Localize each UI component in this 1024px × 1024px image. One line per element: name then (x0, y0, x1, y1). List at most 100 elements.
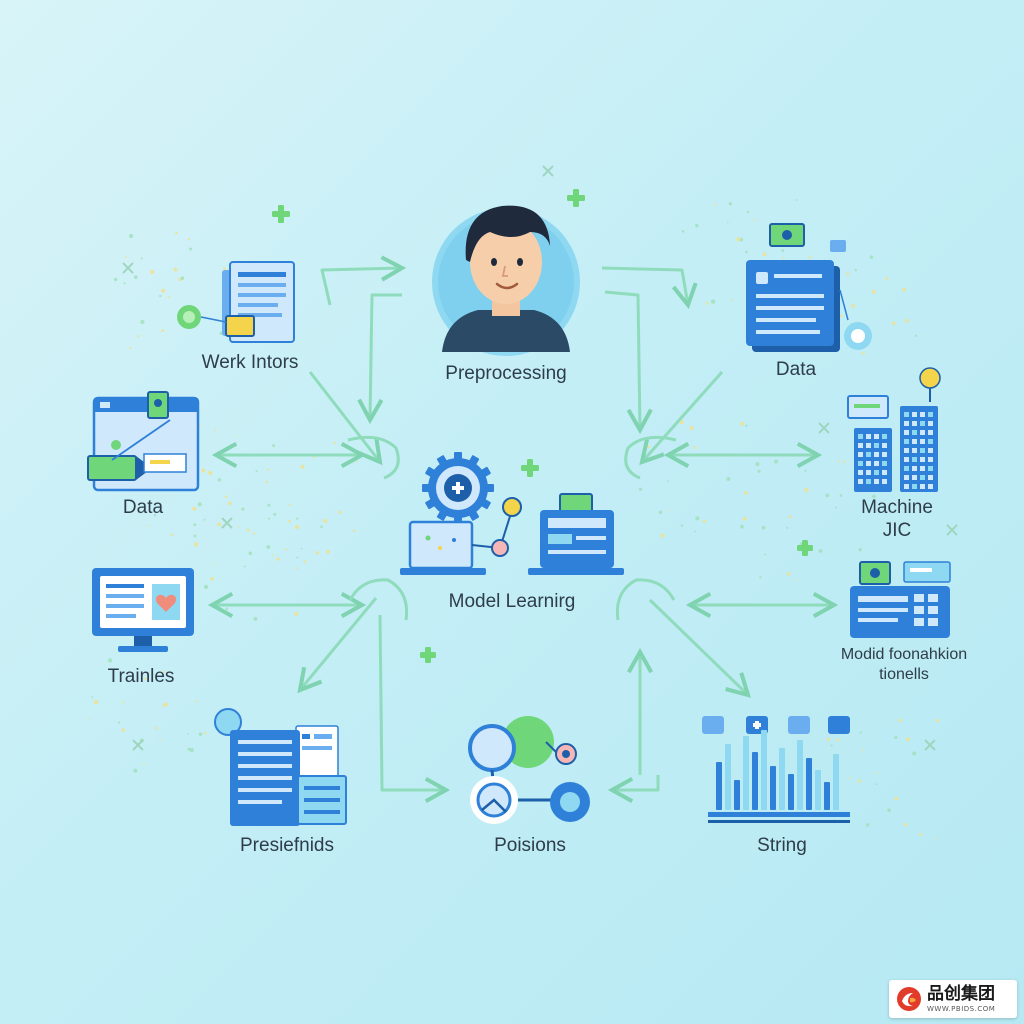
sparkle-dot (296, 567, 299, 570)
plus-icon (420, 647, 436, 663)
connector-nodes (471, 497, 522, 557)
hub-swirl-lower-right (615, 578, 676, 621)
sparkle-dot (666, 480, 669, 482)
sparkle-dot (726, 476, 731, 482)
server-led (904, 457, 909, 462)
report-documents-icon (214, 708, 347, 826)
sparkle-dot (125, 255, 128, 258)
sparkle-dot (294, 524, 300, 530)
chart-bar (833, 754, 839, 810)
chart-bar (743, 736, 749, 810)
chart-bars (716, 730, 839, 810)
arrow-lower-right-hook (607, 775, 660, 804)
sparkle-dot (894, 796, 899, 801)
sparkle-dot (739, 421, 745, 426)
sparkle-dot (137, 334, 140, 338)
sparkle-dot (859, 731, 862, 734)
sparkle-dot (854, 269, 857, 272)
server-led (858, 461, 863, 466)
sparkle-dot (133, 768, 138, 773)
sparkle-dot (935, 718, 940, 723)
sparkle-dot (891, 321, 896, 326)
sparkle-dot (148, 524, 151, 527)
sparkle-dot (746, 210, 750, 214)
gear-tooth (467, 455, 480, 468)
sparkle-dot (89, 717, 91, 720)
sparkle-dot (133, 275, 138, 280)
sparkle-cross (818, 422, 830, 434)
sparkle-dot (273, 512, 277, 516)
sparkle-dot (288, 503, 292, 507)
sparkle-dot (107, 658, 113, 663)
label-machine-line2: JIC (882, 520, 912, 542)
gear-tooth (478, 466, 491, 479)
server-led (912, 430, 917, 435)
sparkle-dot (276, 557, 280, 561)
sparkle-dot (757, 469, 761, 473)
sparkle-dot (788, 515, 792, 519)
sparkle-dot (839, 494, 843, 497)
gear-tooth (425, 497, 438, 510)
sparkle-dot (224, 495, 228, 499)
document-stack-icon (177, 261, 295, 343)
sparkle-dot (710, 299, 716, 304)
sparkle-dot (919, 833, 923, 836)
sparkle-dot (804, 469, 807, 473)
server-led (874, 434, 879, 439)
sparkle-dot (159, 294, 162, 298)
server-led (904, 448, 909, 453)
server-led (866, 452, 871, 457)
monitor-icon (528, 493, 624, 575)
sparkle-dot (764, 553, 767, 556)
sparkle-dot (646, 445, 651, 449)
sparkle-dot (839, 314, 843, 318)
server-led (928, 430, 933, 435)
sparkle-dot (742, 516, 747, 521)
sparkle-dot (294, 611, 299, 616)
label-poisions: Poisions (494, 835, 566, 856)
server-led (912, 448, 917, 453)
sparkle-dot (121, 728, 125, 732)
sparkle-dot (326, 549, 331, 554)
sparkle-dot (835, 506, 837, 509)
laptop-icon (400, 520, 486, 575)
arrow-diag-upper-left (308, 371, 383, 466)
sparkle-dot (241, 507, 245, 511)
sparkle-dot (189, 247, 193, 251)
sparkle-dot (694, 530, 697, 533)
sparkle-dot (786, 526, 789, 529)
sparkle-dot (858, 548, 862, 552)
sparkle-dot (872, 494, 876, 499)
server-led (920, 421, 925, 426)
watermark-badge: 品创集团 WWW.PBIDS.COM (889, 980, 1017, 1018)
sparkle-dot (887, 808, 891, 813)
server-led (866, 479, 871, 484)
sparkle-dot (356, 460, 358, 463)
sparkle-dot (267, 503, 271, 507)
sparkle-dot (93, 700, 99, 705)
sparkle-dot (851, 304, 856, 308)
sparkle-dot (237, 525, 240, 528)
gear-tooth (478, 497, 491, 510)
sparkle-dot (843, 460, 846, 464)
sparkle-dot (288, 520, 291, 523)
sparkle-dot (795, 199, 798, 201)
sparkle-dot (898, 718, 902, 722)
sparkle-dot (296, 517, 299, 520)
sparkle-dot (300, 547, 303, 550)
sparkle-dot (848, 777, 851, 779)
sparkle-dot (150, 269, 155, 275)
sparkle-dot (225, 607, 229, 611)
sparkle-dot (668, 509, 671, 512)
sparkle-dot (223, 267, 227, 271)
label-modid-line1: Modid foonahkion (840, 646, 968, 663)
gear-tooth (467, 508, 480, 521)
sparkle-dot (140, 257, 143, 260)
sparkle-dot (253, 532, 256, 535)
server-led (928, 457, 933, 462)
chart-bar (797, 740, 803, 810)
sparkle-dot (885, 276, 889, 280)
sparkle-dot (689, 426, 694, 431)
sparkle-dot (333, 441, 337, 445)
